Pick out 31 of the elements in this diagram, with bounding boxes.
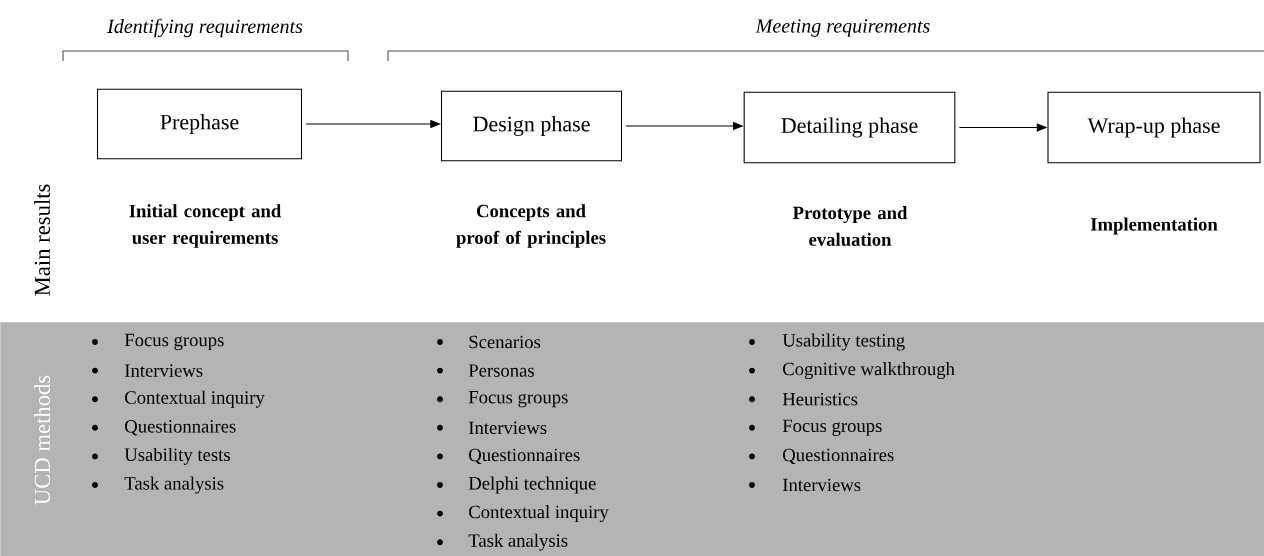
list-item: Interviews <box>468 421 547 435</box>
list-item: Interviews <box>782 478 861 492</box>
result-text: Initial concept and user requirements <box>129 204 282 248</box>
list-item: Scenarios <box>469 335 541 349</box>
list-item: Usability tests <box>124 447 230 465</box>
phase-heading: Meeting requirements <box>755 19 930 37</box>
list-item: Personas <box>468 364 534 377</box>
list-item: Contextual inquiry <box>469 505 609 523</box>
result-text: Prototype and evaluation <box>792 206 908 246</box>
result-text: Implementation <box>1090 217 1218 235</box>
list-item: Heuristics <box>782 392 858 406</box>
row-heading: Main results <box>34 184 50 296</box>
list-item: Interviews <box>124 364 203 377</box>
list-item: Focus groups <box>782 419 882 436</box>
list-item: Questionnaires <box>783 448 894 465</box>
phase-heading: Identifying requirements <box>107 18 303 38</box>
list-item: Delphi technique <box>468 476 596 494</box>
list-item: Focus groups <box>468 391 568 408</box>
phase-box: Wrap-up phase <box>1047 91 1261 164</box>
list-item: Questionnaires <box>469 448 580 465</box>
list-item: Cognitive walkthrough <box>783 362 955 380</box>
list-item: Contextual inquiry <box>125 390 265 408</box>
list-item: Usability testing <box>782 333 905 351</box>
list-item: Questionnaires <box>125 420 236 436</box>
list-item: Task analysis <box>124 476 224 494</box>
phase-box: Detailing phase <box>743 91 956 164</box>
phase-box: Prephase <box>96 88 303 160</box>
result-text: Concepts and proof of principles <box>456 204 606 248</box>
phase-box: Design phase <box>440 90 623 162</box>
list-item: Focus groups <box>124 333 224 351</box>
list-item: Task analysis <box>468 533 568 551</box>
